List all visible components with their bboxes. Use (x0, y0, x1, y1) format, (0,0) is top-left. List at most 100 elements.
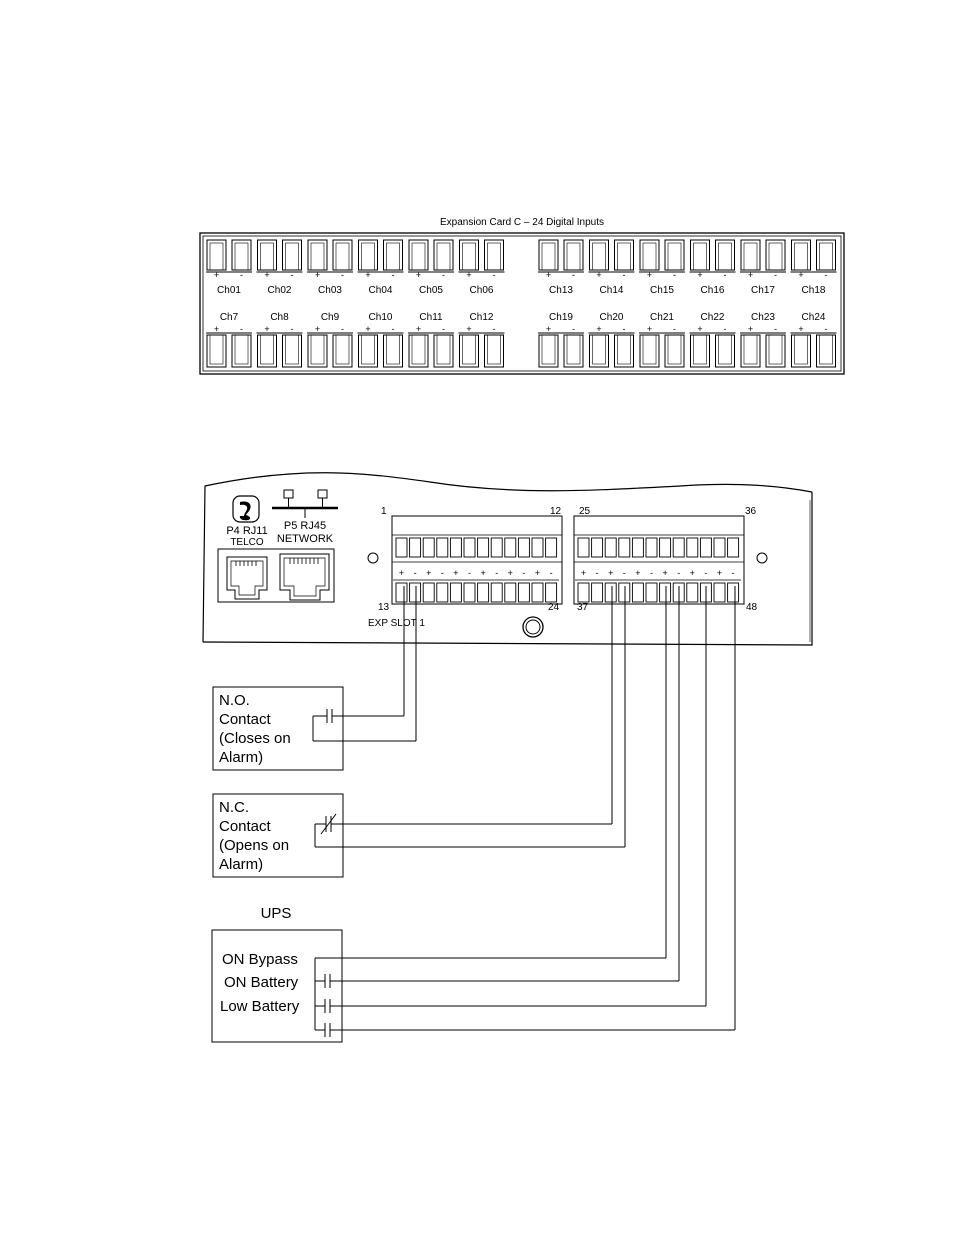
card-terminal-top-inner (667, 242, 682, 271)
panel-terminals: +-+-+-+-+-+-+-+-+-+-+-+- (393, 537, 741, 603)
polarity-plus: + (748, 324, 753, 334)
p4-label: P4 RJ11 (226, 525, 267, 537)
polarity-plus: + (647, 270, 652, 280)
no-contact-line1: N.O. (219, 692, 250, 709)
polarity-minus: - (825, 270, 828, 280)
panel-knob-outer (522, 616, 544, 638)
panel-terminal-top (490, 537, 503, 558)
polarity-minus: - (442, 270, 445, 280)
pin-number-24: 24 (548, 602, 560, 613)
card-terminal-bottom-inner (411, 334, 426, 365)
panel-terminal-bottom (477, 582, 490, 603)
polarity-plus: + (214, 270, 219, 280)
panel-polarity-minus: - (677, 568, 680, 578)
panel-polarity-plus: + (690, 568, 695, 578)
card-terminal-top-inner (361, 242, 375, 271)
polarity-plus: + (697, 270, 702, 280)
pin-number-12: 12 (550, 506, 562, 517)
polarity-plus: + (748, 270, 753, 280)
mounting-hole-left (367, 552, 379, 564)
channel-label-bottom: Ch9 (321, 312, 340, 323)
card-terminal-bottom-inner (260, 334, 274, 365)
channel-label-top: Ch15 (650, 285, 674, 296)
phone-icon (232, 495, 260, 523)
panel-terminal-top (618, 537, 631, 558)
card-terminal-bottom-inner (592, 334, 606, 365)
pin-number-48: 48 (746, 602, 758, 613)
card-terminal-bottom-inner (209, 334, 224, 365)
mounting-hole-right (756, 552, 768, 564)
channel-label-bottom: Ch20 (600, 312, 624, 323)
card-terminal-top-inner (436, 242, 451, 271)
no-contact-line4: Alarm) (219, 749, 263, 766)
no-contact-symbol (312, 709, 416, 742)
panel-polarity-minus: - (732, 568, 735, 578)
panel-terminal-bottom (631, 582, 644, 603)
panel-polarity-plus: + (581, 568, 586, 578)
card-terminal-bottom-inner (541, 334, 556, 365)
card-outer-frame (199, 232, 845, 375)
controller-panel: P4 RJ11 TELCO P5 RJ45 NETWORK (202, 472, 813, 646)
channel-label-bottom: Ch21 (650, 312, 674, 323)
polarity-plus: + (466, 324, 471, 334)
card-terminal-top-inner (768, 242, 783, 271)
p5-sublabel: NETWORK (277, 533, 334, 545)
card-terminal-bottom-inner (436, 334, 451, 365)
polarity-minus: - (774, 324, 777, 334)
card-terminal-top-inner (234, 242, 249, 271)
panel-terminal-top (631, 537, 644, 558)
polarity-minus: - (392, 270, 395, 280)
ups-on-bypass: ON Bypass (222, 951, 298, 968)
panel-terminal-bottom (422, 582, 435, 603)
panel-polarity-plus: + (508, 568, 513, 578)
panel-polarity-minus: - (522, 568, 525, 578)
polarity-plus: + (647, 324, 652, 334)
no-contact-line3: (Closes on (219, 730, 291, 747)
no-contact-box (212, 686, 344, 771)
panel-terminal-top (727, 537, 740, 558)
panel-terminal-top (686, 537, 699, 558)
card-terminal-bottom-inner (386, 334, 400, 365)
card-terminal-bottom-inner (487, 334, 501, 365)
card-terminal-top-inner (794, 242, 808, 271)
channel-label-top: Ch14 (600, 285, 624, 296)
panel-terminal-top (604, 537, 617, 558)
polarity-minus: - (673, 270, 676, 280)
panel-polarity-plus: + (717, 568, 722, 578)
channel-label-top: Ch13 (549, 285, 573, 296)
panel-polarity-minus: - (596, 568, 599, 578)
panel-bottom-edge (202, 492, 813, 646)
ups-on-battery: ON Battery (224, 974, 299, 991)
card-terminal-top-inner (642, 242, 657, 271)
card-title: Expansion Card C – 24 Digital Inputs (440, 217, 604, 228)
panel-terminal-bottom (449, 582, 462, 603)
channel-label-top: Ch02 (268, 285, 292, 296)
polarity-minus: - (240, 270, 243, 280)
panel-terminal-top (645, 537, 658, 558)
panel-terminal-top (449, 537, 462, 558)
panel-polarity-plus: + (635, 568, 640, 578)
polarity-minus: - (774, 270, 777, 280)
polarity-plus: + (365, 324, 370, 334)
panel-polarity-minus: - (495, 568, 498, 578)
network-icon (272, 489, 338, 518)
card-terminal-bottom-inner (462, 334, 476, 365)
panel-polarity-minus: - (650, 568, 653, 578)
panel-terminal-top (409, 537, 422, 558)
card-terminal-top-inner (386, 242, 400, 271)
card-terminal-bottom-inner (335, 334, 350, 365)
polarity-minus: - (392, 324, 395, 334)
panel-terminal-top (659, 537, 672, 558)
polarity-plus: + (416, 270, 421, 280)
polarity-plus: + (798, 270, 803, 280)
pin-number-13: 13 (378, 602, 390, 613)
channel-label-bottom: Ch22 (701, 312, 725, 323)
card-terminal-top-inner (617, 242, 631, 271)
polarity-plus: + (214, 324, 219, 334)
polarity-minus: - (341, 270, 344, 280)
polarity-minus: - (572, 324, 575, 334)
panel-terminal-bottom (591, 582, 604, 603)
field-wires (403, 586, 736, 1030)
panel-polarity-minus: - (550, 568, 553, 578)
